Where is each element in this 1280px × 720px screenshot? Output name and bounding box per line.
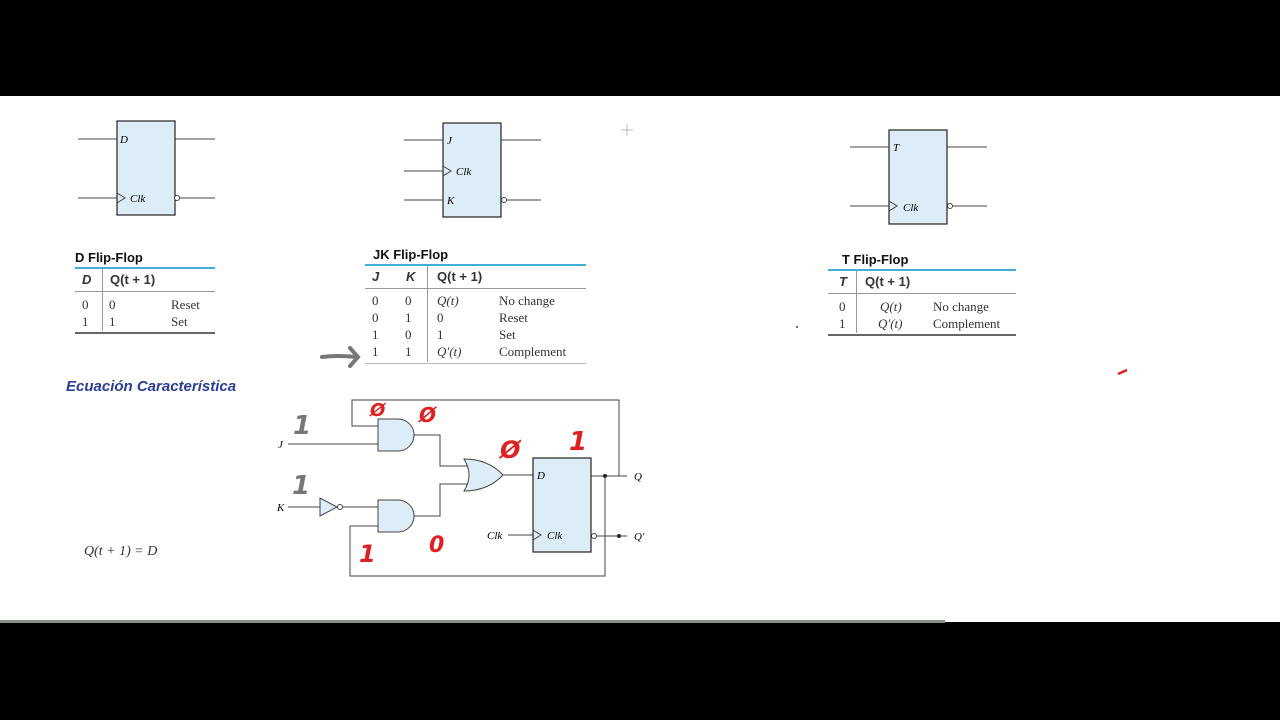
annotation-and1-top: Ø <box>369 400 387 421</box>
stray-mark <box>1117 368 1128 376</box>
jk-clk-label: Clk <box>456 166 472 178</box>
d-truth-table: D Flip-Flop D Q(t + 1) 0 0 Reset 1 1 Set <box>75 250 215 334</box>
table-row: 0 1 0 Reset <box>372 310 528 325</box>
table-row: 1 Q′(t) Complement <box>839 316 1001 331</box>
slide: D Clk J Clk K T Clk <box>0 96 1280 622</box>
t-truth-table: T Flip-Flop T Q(t + 1) 0 Q(t) No change … <box>828 252 1016 336</box>
d-clk-label: Clk <box>130 193 146 205</box>
jk-from-d-circuit <box>288 399 627 577</box>
equation-title: Ecuación Característica <box>66 378 237 395</box>
t-clk-label: Clk <box>903 202 919 214</box>
annotation-and2-bottom: 1 <box>359 540 376 568</box>
circuit-j-label: J <box>278 439 284 451</box>
slide-bottom-border <box>0 620 945 623</box>
annotation-and1-out: Ø <box>418 403 437 427</box>
d-table-title: D Flip-Flop <box>75 250 143 265</box>
annotation-j-value: 1 <box>293 411 311 441</box>
jk-flip-flop-symbol: J Clk K <box>404 122 541 218</box>
t-input-label: T <box>893 142 900 154</box>
circuit-ff-clk-label: Clk <box>547 530 563 542</box>
circuit-k-label: K <box>276 502 285 514</box>
t-table-title: T Flip-Flop <box>842 252 909 267</box>
table-row: 0 0 Q(t) No change <box>372 293 555 308</box>
jk-j-label: J <box>447 135 453 147</box>
d-header-q: Q(t + 1) <box>110 272 156 287</box>
diagram-canvas: D Clk J Clk K T Clk <box>78 120 1128 577</box>
d-input-label: D <box>119 134 128 146</box>
d-header-d: D <box>82 272 92 287</box>
table-row: 0 0 Reset <box>82 297 200 312</box>
annotation-ff-out: 1 <box>569 427 587 457</box>
characteristic-equation: Q(t + 1) = D <box>84 544 158 559</box>
jk-k-label: K <box>446 195 455 207</box>
table-row: 1 0 1 Set <box>372 327 516 342</box>
d-flip-flop-symbol: D Clk <box>78 120 215 216</box>
arrow-icon <box>320 346 361 368</box>
circuit-clk-label: Clk <box>487 530 503 542</box>
jk-truth-table: JK Flip-Flop J K Q(t + 1) 0 0 Q(t) No ch… <box>365 247 586 364</box>
table-row: 1 1 Q′(t) Complement <box>372 344 567 359</box>
jk-table-title: JK Flip-Flop <box>373 247 449 262</box>
cursor-icon <box>621 124 633 136</box>
annotation-or-out: Ø <box>498 436 522 464</box>
circuit-ff-d-label: D <box>536 470 545 482</box>
annotation-k-value: 1 <box>292 471 310 501</box>
circuit-q-label: Q <box>634 471 642 483</box>
annotation-and2-out: 0 <box>429 533 444 558</box>
table-row: 1 1 Set <box>82 314 188 329</box>
t-flip-flop-symbol: T Clk <box>850 129 987 225</box>
stray-dot <box>796 326 798 328</box>
table-row: 0 Q(t) No change <box>839 299 989 314</box>
circuit-qn-label: Q′ <box>634 531 645 543</box>
